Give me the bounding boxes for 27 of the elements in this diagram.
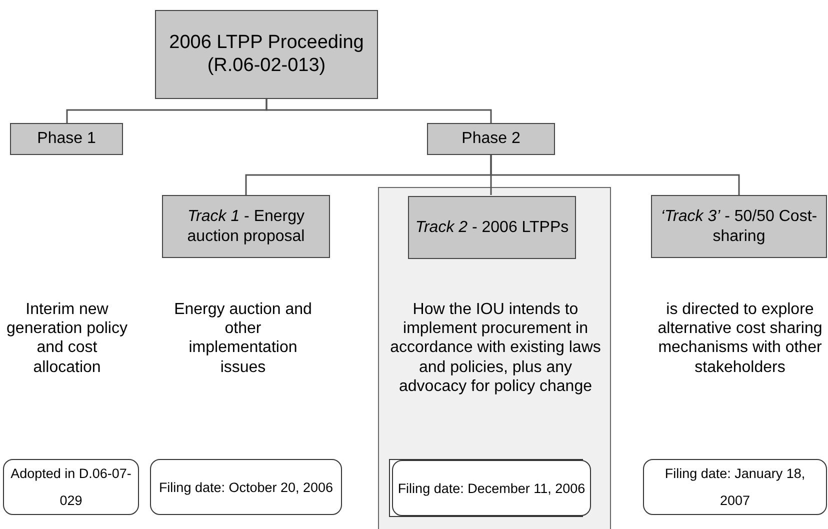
date-box [150, 459, 342, 515]
connector-line [490, 155, 740, 195]
process-box [162, 195, 330, 258]
date-label: Filing date: December 11, 2006 [398, 480, 586, 498]
process-box [10, 123, 123, 155]
date-box [643, 459, 827, 515]
description-text: How the IOU intends to implement procurement in accordance with existing laws and policies, plus any advocacy for policy change [389, 300, 602, 396]
box-label: Track 1 - Energy auction proposal [186, 207, 306, 246]
date-box [392, 460, 591, 516]
connector-line [266, 99, 492, 123]
date-label: Filing date: October 20, 2006 [158, 478, 334, 497]
box-label: Phase 1 [37, 129, 96, 149]
box-label: Track 2 - 2006 LTPPs [415, 218, 569, 238]
date-label: Filing date: January 18, 2007 [664, 465, 806, 510]
highlight-panel [378, 187, 611, 529]
process-box [155, 10, 378, 99]
process-box [408, 196, 576, 259]
box-label: Phase 2 [462, 129, 520, 149]
date-box [3, 459, 139, 515]
box-label: 2006 LTPP Proceeding (R.06-02-013) [168, 32, 365, 78]
process-box [427, 123, 555, 155]
box-label: ‘Track 3’ - 50/50 Cost-sharing [660, 207, 818, 246]
date-label: Adopted in D.06-07-029 [10, 465, 132, 510]
description-text: is directed to explore alternative cost sharing mechanisms with other stakeholders [656, 300, 824, 377]
description-text: Energy auction and other implementation issues [173, 300, 313, 377]
description-text: Interim new generation policy and cost allocation [6, 300, 128, 377]
process-box [651, 195, 827, 258]
